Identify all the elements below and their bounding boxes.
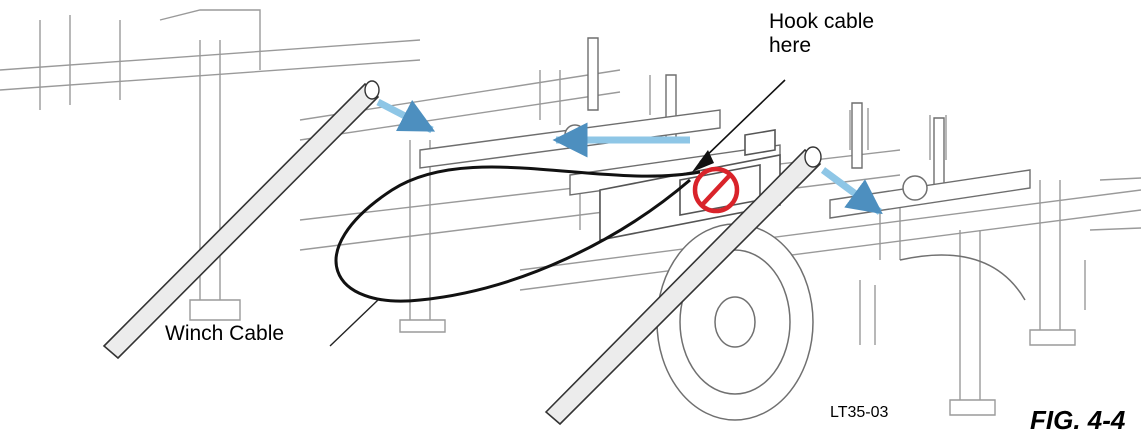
- hook-cable-label: Hook cable here: [769, 10, 874, 58]
- winch-leader: [329, 299, 379, 347]
- winch-cable-label: Winch Cable: [165, 322, 285, 345]
- hook-leader: [692, 79, 786, 172]
- loading-ramp-right: [544, 146, 822, 426]
- no-hook-prohibit-icon: [692, 166, 740, 214]
- placement-arrows: [376, 98, 883, 215]
- hook-cable-label-line2: here: [769, 34, 812, 58]
- placement-arrow-icon: [820, 167, 883, 215]
- trailer-frame: [0, 9, 1141, 416]
- hook-cable-label-line1: Hook cable: [769, 10, 875, 33]
- winch-cable: [334, 165, 701, 303]
- figure-number: FIG. 4-4: [1030, 405, 1126, 432]
- drawing-code: LT35-03: [830, 404, 889, 421]
- loading-ramp-left: [102, 80, 380, 360]
- placement-arrow-icon: [376, 98, 436, 134]
